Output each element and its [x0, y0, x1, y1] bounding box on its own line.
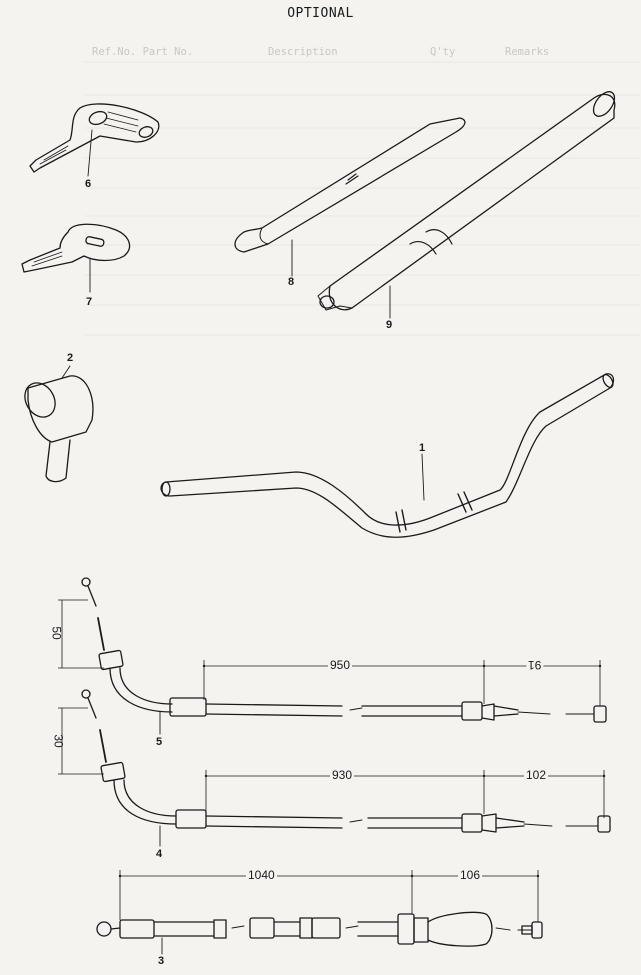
cable-3-drawing [96, 911, 543, 955]
callout-6: 6 [85, 178, 92, 190]
dim-cable4-stroke: 30 [51, 734, 66, 748]
dim-cable5-stroke: 50 [49, 626, 64, 640]
dim-cable4-main: 930 [330, 768, 355, 782]
callout-7: 7 [86, 296, 93, 308]
callout-9: 9 [386, 319, 393, 331]
ghost-header-remarks: Remarks [505, 46, 550, 58]
dim-cable3-main: 1040 [246, 868, 277, 882]
dimension-lines [58, 599, 605, 922]
page-title: OPTIONAL [287, 6, 354, 21]
ghost-header-ref: Ref.No. Part No. [92, 46, 194, 58]
callout-2: 2 [67, 352, 74, 364]
callout-5: 5 [156, 736, 163, 748]
ghost-header-qty: Q'ty [430, 46, 456, 58]
callout-3: 3 [158, 955, 165, 967]
callout-1: 1 [419, 442, 426, 454]
dimension-ticks [118, 664, 606, 878]
cable-5-drawing [81, 577, 607, 735]
callout-8: 8 [288, 276, 295, 288]
tire-lever-8-drawing [234, 117, 466, 277]
handlebar-1-drawing [160, 373, 615, 538]
dim-cable5-end: 91 [526, 658, 544, 672]
dim-cable3-end: 106 [458, 868, 483, 882]
key-6-drawing [29, 103, 160, 177]
ghost-header-desc: Description [268, 46, 338, 58]
tube-9-drawing [317, 91, 616, 319]
dim-cable4-end: 102 [524, 768, 549, 782]
key-7-drawing [21, 223, 131, 293]
dim-cable5-main: 950 [328, 658, 353, 672]
grip-2-drawing [24, 365, 94, 483]
callout-4: 4 [156, 848, 163, 860]
ghost-table-lines [85, 61, 640, 336]
